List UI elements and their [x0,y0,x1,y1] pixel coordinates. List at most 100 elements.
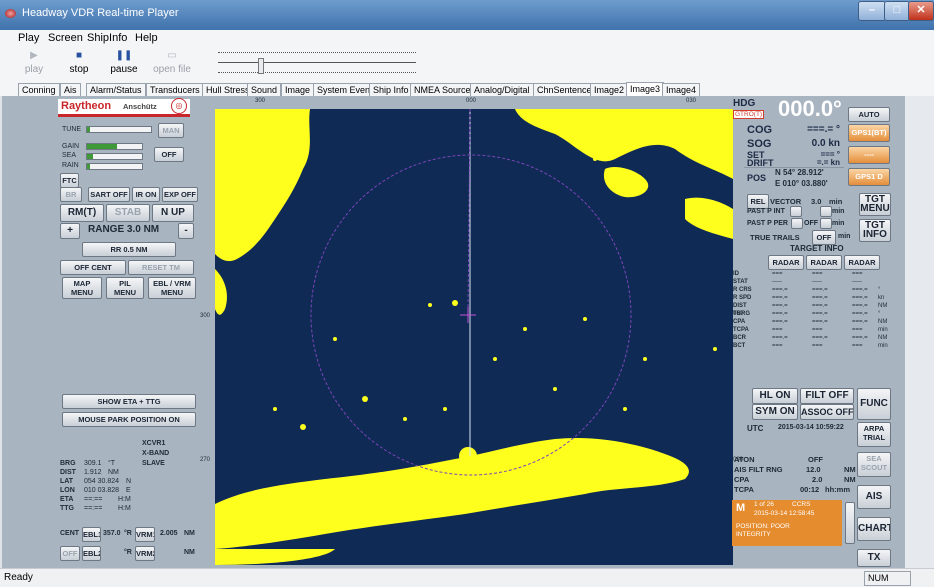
radar-target-button-1[interactable]: RADAR [768,255,804,270]
sym-on-button[interactable]: SYM ON [752,404,798,420]
past-p-per-value[interactable] [820,218,832,229]
tab-nmea-source[interactable]: NMEA Source [410,83,475,96]
ir-button[interactable]: IR ON [132,187,160,202]
menu-screen[interactable]: Screen [48,32,83,44]
tab-image3[interactable]: Image3 [626,82,665,96]
timeline-track[interactable] [218,62,416,63]
tgt-unit: ° [878,287,881,293]
menu-shipinfo[interactable]: ShipInfo [87,32,128,44]
tab-system-event[interactable]: System Event [313,83,377,96]
vrm1-button[interactable]: VRM1 [135,527,155,542]
past-p-per-toggle[interactable] [791,218,803,229]
alarm-scroll[interactable] [845,502,855,544]
gps1bt-button[interactable]: GPS1(BT) [848,124,890,142]
timeline-thumb[interactable] [258,58,264,74]
open-file-button[interactable]: ▭ open file [146,48,198,75]
ebl2-button[interactable]: EBL2 [82,546,101,561]
stab-button[interactable]: STAB [106,204,150,222]
rel-vector-button[interactable]: REL [747,194,769,209]
drift-label: DRIFT [747,158,774,168]
tab-ship-info[interactable]: Ship Info [369,83,413,96]
tgt-cell: === [812,271,823,277]
timeline-track-bottom [218,72,416,73]
radar-target-button-2[interactable]: RADAR [806,255,842,270]
play-button[interactable]: ▶ play [8,48,60,75]
assoc-off-button[interactable]: ASSOC OFF [800,404,854,420]
off-cent-button[interactable]: OFF CENT [60,260,126,275]
tab-transducers[interactable]: Transducers [146,83,204,96]
tab-image2[interactable]: Image2 [590,83,629,96]
tcpa-label: TCPA [734,485,754,494]
tab-alarm-status[interactable]: Alarm/Status [86,83,146,96]
tab-analog-digital[interactable]: Analog/Digital [470,83,534,96]
off-button[interactable]: OFF [154,147,184,162]
cog-label: COG [747,124,773,136]
hl-on-button[interactable]: HL ON [752,388,798,404]
radar-ppi-screen[interactable] [215,109,733,565]
tab-image4[interactable]: Image4 [662,83,701,96]
tgt-unit: min [878,327,888,333]
lon-key: LON [60,487,75,494]
tx-button[interactable]: TX [857,549,891,567]
hdg-source-badge[interactable]: GTRO(T) [733,110,765,119]
maximize-button[interactable]: □ [884,1,910,21]
alarm-panel[interactable]: M 1 of 26 CCRS 2015-03-14 12:58:45 POSIT… [732,500,842,546]
ebl1-button[interactable]: EBL1 [82,527,101,542]
vrm2-button[interactable]: VRM2 [135,546,155,561]
exp-button[interactable]: EXP OFF [162,187,198,202]
rain-slider[interactable] [86,163,143,170]
ftc-button[interactable]: FTC [60,173,79,188]
alarm-bell-icon[interactable]: ◎ [171,98,187,114]
filt-off-button[interactable]: FILT OFF [800,388,854,404]
range-display: RANGE 3.0 NM [88,224,160,235]
tab-conning[interactable]: Conning [18,83,60,96]
rm-button[interactable]: RM(T) [60,204,104,222]
close-button[interactable]: ✕ [908,1,934,21]
tcpa-unit: hh:mm [825,485,850,494]
minimize-button[interactable]: – [858,1,886,21]
past-p-int-toggle[interactable] [790,206,802,217]
ebl-off-button[interactable]: OFF [60,546,80,561]
ais-button[interactable]: AIS [857,485,891,509]
stop-button[interactable]: ■ stop [53,48,105,75]
range-minus-button[interactable]: - [178,223,194,239]
menu-play[interactable]: Play [18,32,40,44]
tab-hull-stress[interactable]: Hull Stress [202,83,254,96]
reset-tm-button[interactable]: RESET TM [128,260,194,275]
chart-button[interactable]: CHART [857,517,891,541]
tab-ais[interactable]: Ais [60,83,81,96]
tgt-unit: NM [878,319,888,325]
past-p-int-value[interactable] [820,206,832,217]
content-scrollbar[interactable] [905,96,934,568]
func-button[interactable]: FUNC [857,388,891,420]
tab-sound[interactable]: Sound [247,83,282,96]
tab-chnsentence[interactable]: ChnSentence [533,83,596,96]
rr-button[interactable]: RR 0.5 NM [82,242,176,257]
radar-target-button-3[interactable]: RADAR [844,255,880,270]
dash-button[interactable]: ---- [848,146,890,164]
menu-help[interactable]: Help [135,32,158,44]
man-button[interactable]: MAN [158,123,184,138]
auto-button[interactable]: AUTO [848,107,890,122]
tune-slider[interactable] [86,126,152,133]
gain-slider[interactable] [86,143,143,150]
gps1d-button[interactable]: GPS1 D [848,168,890,186]
tab-image[interactable]: Image [281,83,315,96]
sart-button[interactable]: SART OFF [88,187,130,202]
true-trails-label: TRUE TRAILS [750,233,800,242]
show-eta-ttg-button[interactable]: SHOW ETA + TTG [62,394,196,409]
range-plus-button[interactable]: + [60,223,80,239]
sea-slider[interactable] [86,153,143,160]
pause-button[interactable]: ❚❚ pause [98,48,150,75]
br-button[interactable]: BR [60,187,82,202]
mouse-park-button[interactable]: MOUSE PARK POSITION ON [62,412,196,427]
n-up-button[interactable]: N UP [152,204,194,222]
true-trails-off-button[interactable]: OFF [812,230,836,245]
